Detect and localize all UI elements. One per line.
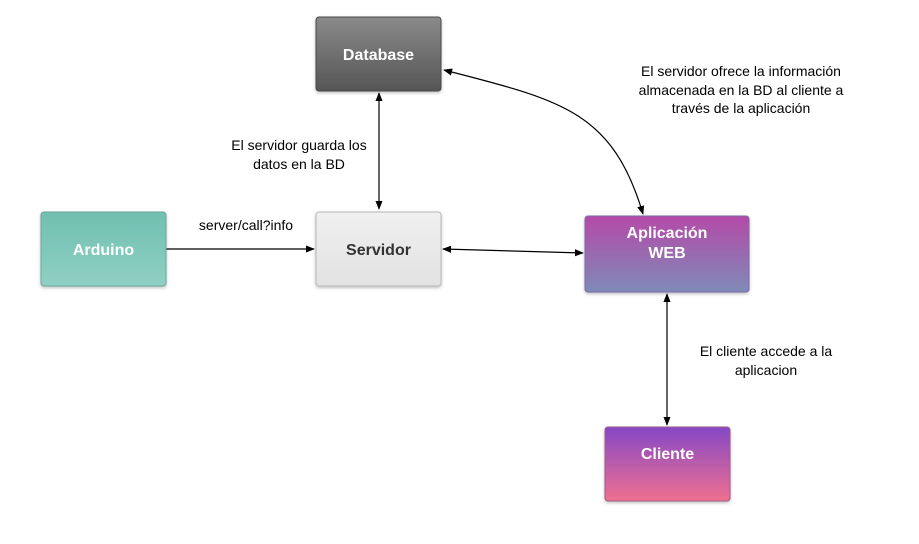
edge-database-aplicacion-label-line2: almacenada en la BD al cliente a bbox=[639, 82, 844, 98]
edge-database-aplicacion bbox=[443, 68, 645, 215]
node-servidor[interactable]: Servidor bbox=[315, 211, 442, 287]
edge-servidor-database-label-line1: El servidor guarda los bbox=[231, 137, 366, 153]
edge-database-aplicacion-label-line3: través de la aplicación bbox=[672, 100, 811, 116]
edge-database-aplicacion-label-line1: El servidor ofrece la información bbox=[641, 63, 841, 79]
edge-aplicacion-cliente-label-line2: aplicacion bbox=[735, 362, 797, 378]
node-servidor-label: Servidor bbox=[346, 242, 411, 259]
node-aplicacion-label-line2: WEB bbox=[648, 245, 685, 262]
node-aplicacion-label-line1: Aplicación bbox=[627, 225, 708, 242]
node-arduino-label: Arduino bbox=[73, 242, 135, 259]
node-arduino[interactable]: Arduino bbox=[40, 211, 167, 287]
edge-aplicacion-cliente-label-line1: El cliente accede a la bbox=[700, 343, 833, 359]
node-cliente-label: Cliente bbox=[641, 446, 694, 463]
edge-servidor-aplicacion bbox=[442, 245, 584, 257]
node-cliente[interactable]: Cliente bbox=[604, 426, 731, 502]
node-aplicacion[interactable]: Aplicación WEB bbox=[584, 215, 750, 293]
edge-servidor-database-label-line2: datos en la BD bbox=[253, 156, 345, 172]
node-database[interactable]: Database bbox=[315, 16, 442, 92]
edge-arduino-servidor-label: server/call?info bbox=[199, 217, 293, 233]
node-database-label: Database bbox=[343, 47, 414, 64]
